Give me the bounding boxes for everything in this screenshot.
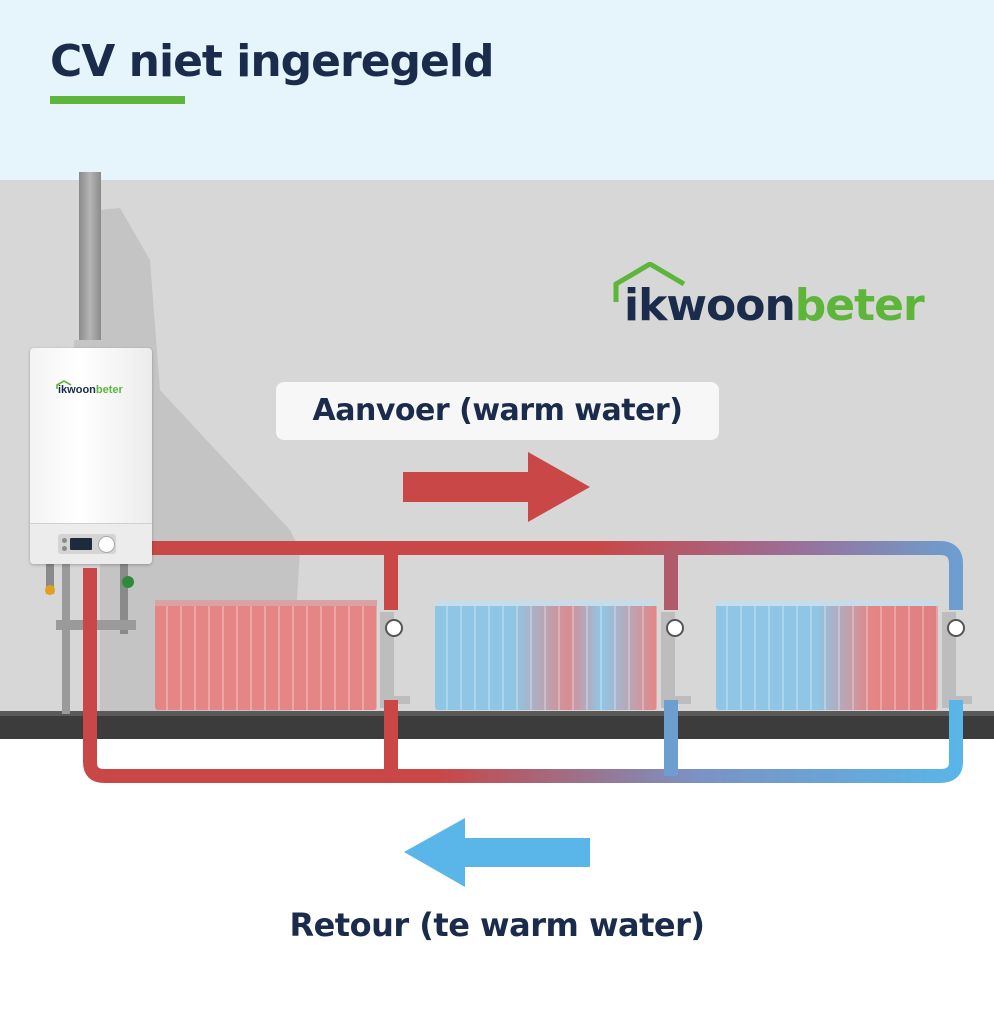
return-label: Retour (te warm water)	[289, 906, 705, 944]
radiator-2	[435, 600, 657, 710]
boiler-brand-part-2: beter	[95, 384, 123, 396]
arrow-right-icon	[403, 452, 590, 522]
radiator-valve-icon	[942, 612, 972, 708]
house-roof-icon	[613, 262, 686, 302]
baseboard	[0, 713, 994, 739]
boiler-screen	[70, 538, 92, 550]
brand-part-1: ikwoon	[624, 280, 796, 331]
boiler-display	[58, 534, 116, 554]
supply-label-box: Aanvoer (warm water)	[276, 382, 719, 440]
boiler-shadow	[100, 208, 300, 718]
brand-part-2: beter	[794, 280, 925, 331]
boiler-button	[62, 546, 67, 551]
supply-pipe	[150, 541, 963, 610]
radiator-1	[155, 600, 377, 710]
boiler-logo: ikwoonbeter	[56, 380, 123, 396]
house-roof-icon	[56, 380, 72, 389]
boiler-button	[62, 538, 67, 543]
radiator-3	[716, 600, 938, 710]
boiler-brand-part-1: ikwoon	[58, 384, 96, 396]
supply-label: Aanvoer (warm water)	[312, 393, 683, 428]
radiator-valve-icon	[661, 612, 691, 708]
return-pipe	[83, 568, 963, 783]
brand-wordmark: ikwoonbeter	[624, 280, 925, 331]
boiler-control-panel	[30, 523, 152, 564]
flue-pipe	[79, 172, 101, 352]
radiator-valve-icon	[380, 612, 410, 708]
page-title: CV niet ingeregeld	[50, 36, 494, 87]
brand-logo: ikwoonbeter	[612, 262, 925, 332]
boiler-knob	[98, 536, 115, 553]
arrow-left-icon	[404, 818, 590, 887]
title-underline	[50, 96, 185, 104]
header-band	[0, 0, 994, 180]
boiler: ikwoonbeter	[30, 348, 152, 564]
